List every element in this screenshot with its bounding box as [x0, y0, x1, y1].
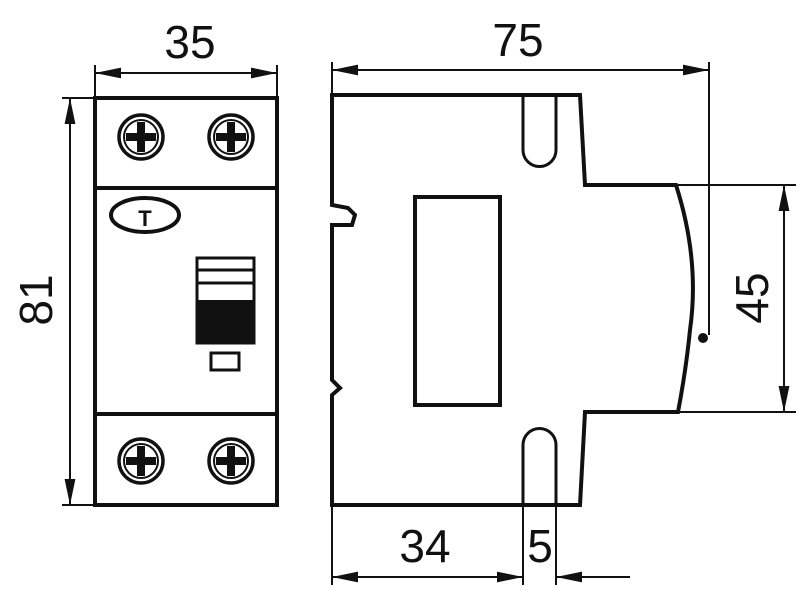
- dimension-height-label: 81: [10, 274, 62, 325]
- dimension-slot-label: 5: [527, 520, 553, 572]
- front-dimension-lines: [62, 65, 278, 506]
- terminal-screw-icon: [117, 437, 165, 485]
- indicator-window: [209, 351, 241, 372]
- terminal-screw-icon: [207, 113, 255, 161]
- top-slot: [521, 95, 558, 168]
- seal-dot: [698, 333, 708, 343]
- toggle-lever-icon: [195, 256, 256, 345]
- side-dimension-lines: [331, 62, 796, 585]
- terminal-screw-icon: [207, 437, 255, 485]
- side-body: [330, 93, 695, 507]
- bottom-slot: [521, 427, 558, 505]
- front-view: [93, 96, 279, 507]
- side-view: [330, 93, 708, 507]
- test-button-label: T: [138, 206, 152, 231]
- test-button-icon: [109, 196, 181, 234]
- label-window: [413, 195, 502, 407]
- terminal-screw-icon: [117, 113, 165, 161]
- dimension-base-label: 34: [399, 520, 450, 572]
- dimension-front-height-label: 45: [726, 272, 778, 323]
- front-body: [93, 96, 279, 507]
- dimension-depth-label: 75: [492, 14, 543, 66]
- dimension-width-label: 35: [164, 16, 215, 68]
